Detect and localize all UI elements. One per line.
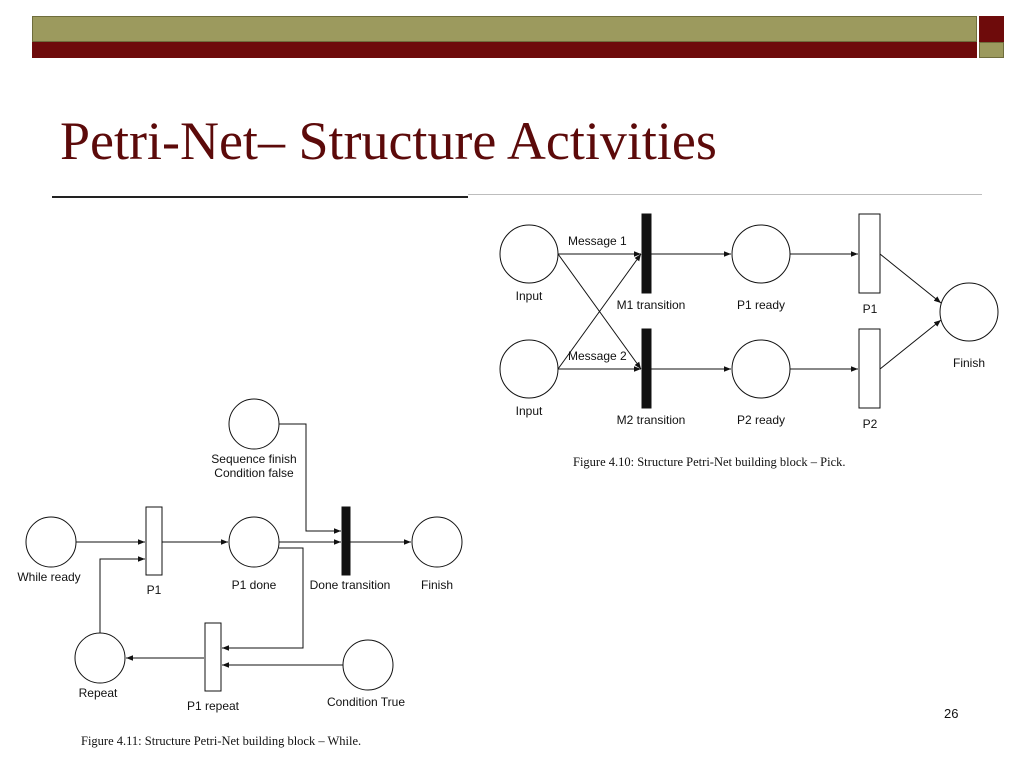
while-place-p1-done xyxy=(228,516,280,568)
while-place-condition-true xyxy=(342,639,394,691)
while-p1-repeat-transition xyxy=(204,622,222,692)
pick-arc-p1-finish xyxy=(879,253,942,304)
while-place-finish xyxy=(411,516,463,568)
pick-place-finish xyxy=(939,282,999,342)
while-place-repeat xyxy=(74,632,126,684)
while-done-transition xyxy=(341,506,351,576)
pick-arc-input-m1-cross xyxy=(557,253,642,370)
pick-m1-transition xyxy=(641,213,652,294)
pick-label-p1: P1 xyxy=(863,302,878,316)
pick-figure-caption: Figure 4.10: Structure Petri-Net buildin… xyxy=(573,455,846,469)
pick-p1-transition xyxy=(858,213,881,294)
pick-place-input-bottom xyxy=(499,339,559,399)
while-label-finish: Finish xyxy=(421,578,453,592)
title-underline-light xyxy=(468,194,982,195)
pick-place-p2-ready xyxy=(731,339,791,399)
while-place-while-ready xyxy=(25,516,77,568)
while-label-seq-finish-2: Condition false xyxy=(214,466,294,480)
while-arc-seqfinish-done xyxy=(279,423,341,534)
pick-label-message1: Message 1 xyxy=(568,234,627,248)
while-label-done-transition: Done transition xyxy=(310,578,391,592)
pick-labels: Message 1 Message 2 Input Input M1 trans… xyxy=(516,234,985,469)
pick-label-p2: P2 xyxy=(863,417,878,431)
while-label-seq-finish-1: Sequence finish xyxy=(211,452,296,466)
pick-label-p2-ready: P2 ready xyxy=(737,413,785,427)
pick-diagram xyxy=(499,213,999,409)
page-number: 26 xyxy=(944,706,959,721)
header-square-olive xyxy=(979,42,1004,58)
while-label-p1-repeat: P1 repeat xyxy=(187,699,240,713)
header-bar-olive xyxy=(32,16,977,42)
pick-label-input-bottom: Input xyxy=(516,404,543,418)
header-bar-maroon xyxy=(32,42,977,58)
while-place-seq-finish xyxy=(228,398,280,450)
pick-arc-p2-finish xyxy=(879,319,942,370)
pick-label-finish: Finish xyxy=(953,356,985,370)
pick-label-m1-transition: M1 transition xyxy=(617,298,686,312)
while-label-condition-true: Condition True xyxy=(327,695,405,709)
slide-title: Petri-Net– Structure Activities xyxy=(60,111,717,171)
while-arc-repeat-p1 xyxy=(99,556,145,633)
pick-label-input-top: Input xyxy=(516,289,543,303)
while-label-repeat: Repeat xyxy=(79,686,118,700)
pick-place-input-top xyxy=(499,224,559,284)
while-label-p1-done: P1 done xyxy=(232,578,277,592)
while-figure-caption: Figure 4.11: Structure Petri-Net buildin… xyxy=(81,734,361,748)
title-underline-dark xyxy=(52,196,468,198)
pick-label-m2-transition: M2 transition xyxy=(617,413,686,427)
while-p1-transition xyxy=(145,506,163,576)
header-square-maroon xyxy=(979,16,1004,42)
while-label-p1: P1 xyxy=(147,583,162,597)
while-label-while-ready: While ready xyxy=(17,570,80,584)
pick-m2-transition xyxy=(641,328,652,409)
while-diagram xyxy=(25,398,463,692)
while-labels: Sequence finish Condition false While re… xyxy=(17,452,453,748)
pick-label-p1-ready: P1 ready xyxy=(737,298,785,312)
pick-p2-transition xyxy=(858,328,881,409)
while-arc-p1done-repeat xyxy=(222,547,304,651)
pick-label-message2: Message 2 xyxy=(568,349,627,363)
pick-place-p1-ready xyxy=(731,224,791,284)
